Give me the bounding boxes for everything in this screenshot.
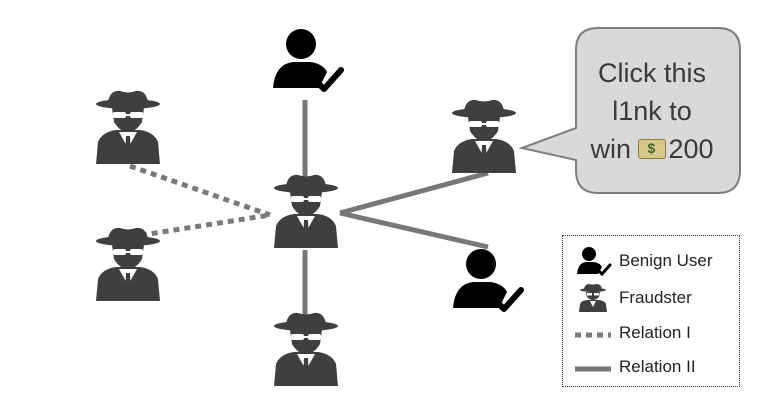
money-emoji-icon <box>638 139 667 159</box>
legend-label-fraudster: Fraudster <box>619 288 692 307</box>
relation2-solid-line-icon <box>575 366 611 372</box>
fraudster-icon <box>579 284 607 312</box>
relation2-edge-right-fraudster <box>339 170 489 216</box>
legend-label-benign: Benign User <box>619 251 713 270</box>
legend-row-relation2: Relation II <box>563 352 741 382</box>
legend-label-relation1: Relation I <box>619 323 691 342</box>
relation1-edge-upper-left <box>129 163 271 218</box>
speech-bubble <box>518 27 741 194</box>
fraudster-upper-left-icon <box>96 90 160 164</box>
fraudster-center-icon <box>274 174 338 248</box>
fraudster-right-icon <box>452 99 516 173</box>
relation1-edge-lower-left <box>129 212 271 240</box>
fraudster-lower-left-icon <box>96 227 160 301</box>
legend-row-benign: Benign User <box>563 246 741 276</box>
legend-row-fraudster: Fraudster <box>563 283 741 313</box>
benign-user-top-icon <box>273 29 341 89</box>
edges <box>129 100 489 322</box>
fraudster-bottom-icon <box>274 312 338 386</box>
bubble-line-2: l1nk to <box>612 96 692 126</box>
benign-user-right-icon <box>453 249 521 309</box>
legend-row-relation1: Relation I <box>563 318 741 348</box>
bubble-line-3-prefix: win <box>590 134 639 164</box>
legend-label-relation2: Relation II <box>619 357 696 376</box>
benign-user-icon <box>577 247 612 276</box>
relation1-dashed-line-icon <box>575 332 611 338</box>
bubble-amount: 200 <box>668 134 714 164</box>
bubble-line-3: win 200 <box>572 130 732 168</box>
bubble-line-1: Click this <box>597 58 706 88</box>
relation2-edge-right-user <box>339 210 489 250</box>
speech-bubble-text: Click this l1nk to win 200 <box>572 54 732 168</box>
legend: Benign User Fraudster Relation I Relatio… <box>562 235 740 387</box>
